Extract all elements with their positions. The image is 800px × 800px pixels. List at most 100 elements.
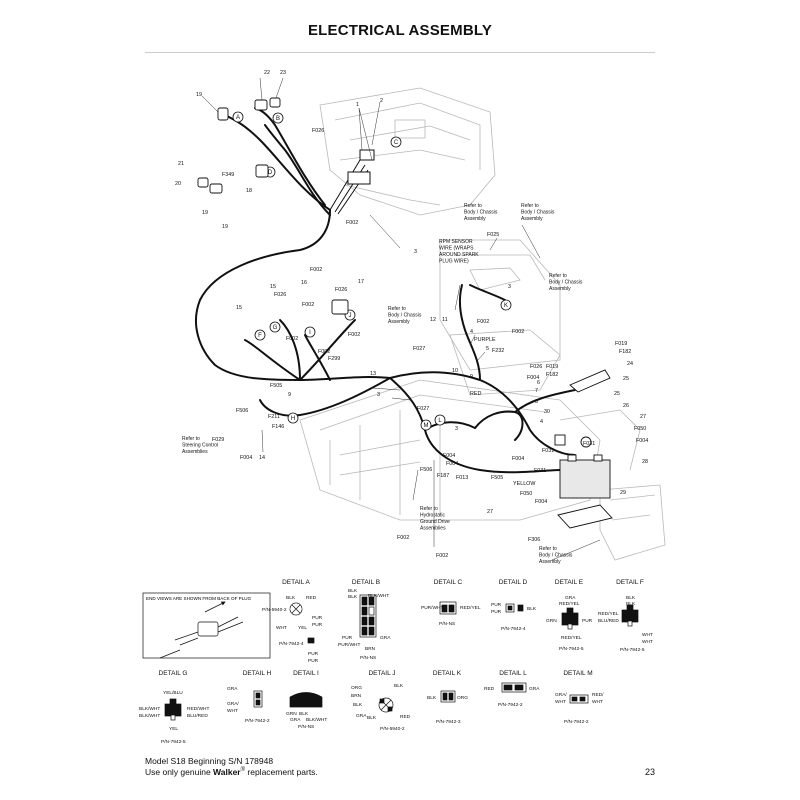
svg-text:GRA/: GRA/	[227, 701, 239, 707]
svg-text:ORG: ORG	[457, 695, 468, 701]
callout: F349	[222, 172, 234, 178]
callout: F506	[420, 467, 432, 473]
svg-text:WHT: WHT	[276, 625, 287, 631]
svg-text:GRN: GRN	[286, 711, 297, 717]
detail-b-title: DETAIL B	[352, 579, 380, 586]
callout: F002	[318, 349, 330, 355]
callout: 1	[356, 102, 359, 108]
callout: F506	[236, 408, 248, 414]
svg-text:GRA: GRA	[565, 595, 576, 601]
detail-d-title: DETAIL D	[499, 579, 528, 586]
svg-text:P/N-NS: P/N-NS	[360, 655, 376, 661]
connector-i-icon	[304, 326, 316, 338]
callout: F027	[417, 406, 429, 412]
callout: F031	[534, 468, 546, 474]
svg-text:YEL: YEL	[298, 625, 307, 631]
svg-text:BLU/RED: BLU/RED	[598, 618, 619, 624]
svg-text:BLK: BLK	[348, 588, 358, 594]
callout: F004	[443, 453, 455, 459]
callout: F050	[634, 426, 646, 432]
end-view-note-box: END VIEWS ARE SHOWN FROM BACK OF PLUG	[142, 592, 271, 659]
svg-text:BRN: BRN	[351, 693, 362, 699]
callout: 15	[270, 284, 276, 290]
callout: F004	[446, 461, 458, 467]
detail-g-connector-icon	[164, 698, 182, 721]
title-divider	[145, 52, 655, 53]
svg-text:PUR: PUR	[342, 635, 353, 641]
switch-19-icon	[217, 107, 229, 121]
svg-text:WHT: WHT	[227, 708, 238, 714]
detail-i-connector-icon	[289, 692, 323, 708]
callout: 9	[470, 374, 473, 380]
callout: F026	[274, 292, 286, 298]
callout: F505	[270, 383, 282, 389]
svg-text:P/N-NS: P/N-NS	[298, 724, 314, 730]
callout: 20	[175, 181, 181, 187]
svg-text:PUR: PUR	[308, 658, 319, 664]
svg-text:BLU/RED: BLU/RED	[187, 713, 208, 719]
svg-text:RED/YEL: RED/YEL	[559, 601, 580, 607]
svg-text:P/N-NS: P/N-NS	[439, 621, 455, 627]
callout: F187	[437, 473, 449, 479]
callout: F002	[397, 535, 409, 541]
callout: 3	[455, 426, 458, 432]
svg-text:PUR: PUR	[308, 651, 319, 657]
detail-l-connector-icon	[501, 682, 527, 693]
svg-text:GRA/: GRA/	[555, 692, 567, 698]
detail-a-title: DETAIL A	[282, 579, 310, 586]
svg-text:BLK: BLK	[348, 594, 358, 600]
detail-h-title: DETAIL H	[243, 670, 272, 677]
detail-g-title: DETAIL G	[159, 670, 188, 677]
callout: 15	[236, 305, 242, 311]
svg-text:PUR: PUR	[312, 615, 323, 621]
callout: F146	[272, 424, 284, 430]
connector-glyphs	[164, 594, 639, 721]
callout: F019	[615, 341, 627, 347]
svg-text:RED/YEL: RED/YEL	[561, 635, 582, 641]
svg-text:BLK: BLK	[299, 711, 309, 717]
svg-text:RED/YEL: RED/YEL	[460, 605, 481, 611]
svg-text:BLK: BLK	[286, 595, 296, 601]
battery-tray-29-icon	[557, 504, 613, 529]
detail-k-connector-icon	[440, 690, 456, 703]
callout: 27	[640, 414, 646, 420]
callout: 26	[623, 403, 629, 409]
page-number: 23	[644, 767, 655, 777]
end-view-note: END VIEWS ARE SHOWN FROM BACK OF PLUG	[146, 596, 252, 601]
callout: 21	[178, 161, 184, 167]
leader-lines	[201, 77, 601, 561]
detail-titles: DETAIL A DETAIL B DETAIL C DETAIL D DETA…	[159, 579, 644, 677]
svg-text:PUR: PUR	[312, 622, 323, 628]
svg-text:PUR: PUR	[491, 609, 502, 615]
detail-j-connector-icon	[378, 697, 394, 713]
svg-text:BRN: BRN	[365, 646, 376, 652]
callout: F002	[512, 329, 524, 335]
connector-m-icon	[420, 419, 432, 431]
svg-text:BLK: BLK	[353, 702, 363, 708]
switch-18-icon	[255, 164, 269, 178]
detail-c-connector-icon	[439, 601, 457, 615]
detail-i-title: DETAIL I	[293, 670, 319, 677]
switch-23-icon	[269, 97, 281, 108]
connector-markers	[232, 111, 512, 431]
svg-text:I: I	[309, 330, 311, 336]
svg-text:P/N-7942-2: P/N-7942-2	[564, 719, 589, 725]
callout: F025	[487, 232, 499, 238]
svg-text:A: A	[236, 115, 240, 121]
callout: F299	[328, 356, 340, 362]
switch-21-icon	[197, 177, 209, 188]
callout: 14	[259, 455, 265, 461]
svg-text:C: C	[394, 140, 399, 146]
callout: F002	[302, 302, 314, 308]
callout: 23	[280, 70, 286, 76]
callout: 3	[414, 249, 417, 255]
callout: F031	[542, 448, 554, 454]
callout: F004	[527, 375, 539, 381]
components	[197, 97, 613, 529]
